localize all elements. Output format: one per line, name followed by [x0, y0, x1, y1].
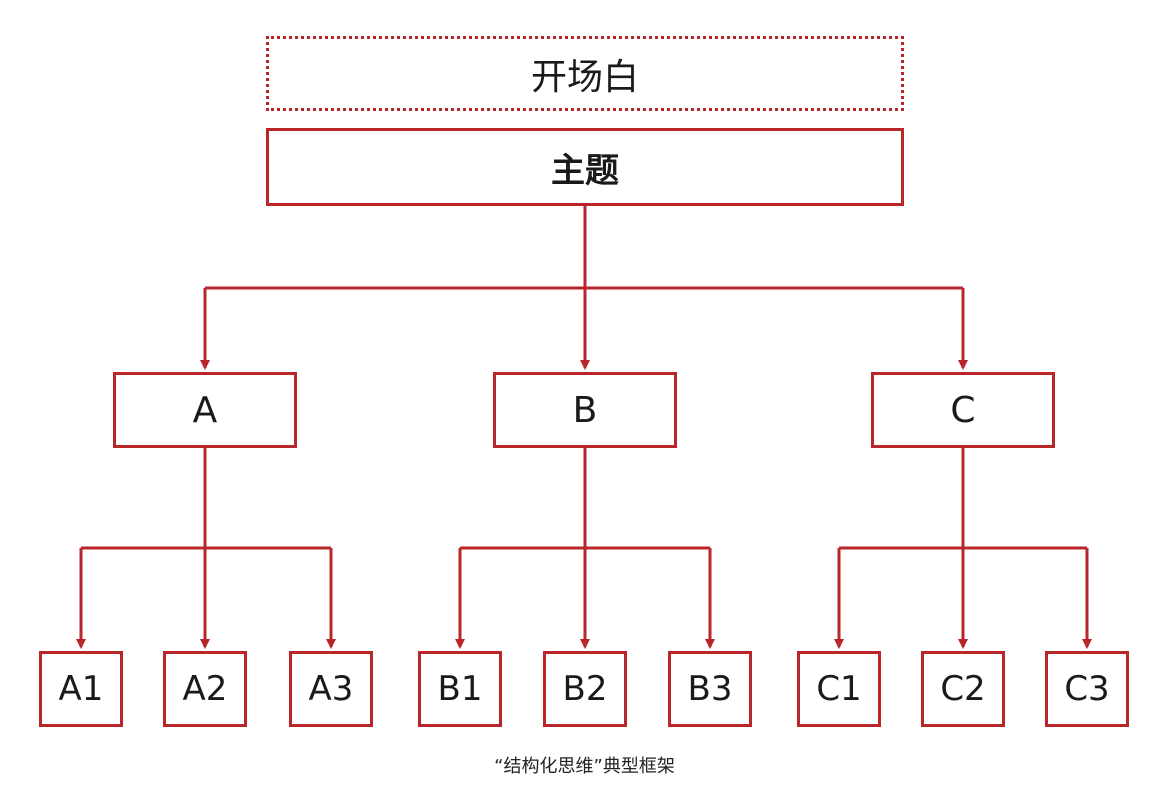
leaf-a1-label: A1: [58, 669, 104, 709]
section-a-label: A: [192, 389, 218, 431]
section-b-box: B: [493, 372, 677, 448]
section-a-box: A: [113, 372, 297, 448]
section-c-label: C: [950, 389, 976, 431]
leaf-c3-box: C3: [1045, 651, 1129, 727]
leaf-a3-label: A3: [308, 669, 354, 709]
leaf-c1-label: C1: [816, 669, 862, 709]
leaf-a2-label: A2: [182, 669, 228, 709]
opening-label: 开场白: [530, 56, 639, 98]
leaf-a2-box: A2: [163, 651, 247, 727]
leaf-c2-label: C2: [940, 669, 986, 709]
leaf-b1-box: B1: [418, 651, 502, 727]
leaf-b2-box: B2: [543, 651, 627, 727]
leaf-b3-label: B3: [687, 669, 733, 709]
leaf-a1-box: A1: [39, 651, 123, 727]
diagram-caption: “结构化思维”典型框架: [494, 756, 675, 777]
section-c-box: C: [871, 372, 1055, 448]
section-b-label: B: [572, 389, 598, 431]
topic-label: 主题: [551, 150, 619, 191]
leaf-c1-box: C1: [797, 651, 881, 727]
leaf-b1-label: B1: [437, 669, 483, 709]
leaf-c2-box: C2: [921, 651, 1005, 727]
opening-box: 开场白: [266, 36, 904, 111]
topic-box: 主题: [266, 128, 904, 206]
leaf-b2-label: B2: [562, 669, 608, 709]
leaf-a3-box: A3: [289, 651, 373, 727]
leaf-b3-box: B3: [668, 651, 752, 727]
leaf-c3-label: C3: [1064, 669, 1110, 709]
